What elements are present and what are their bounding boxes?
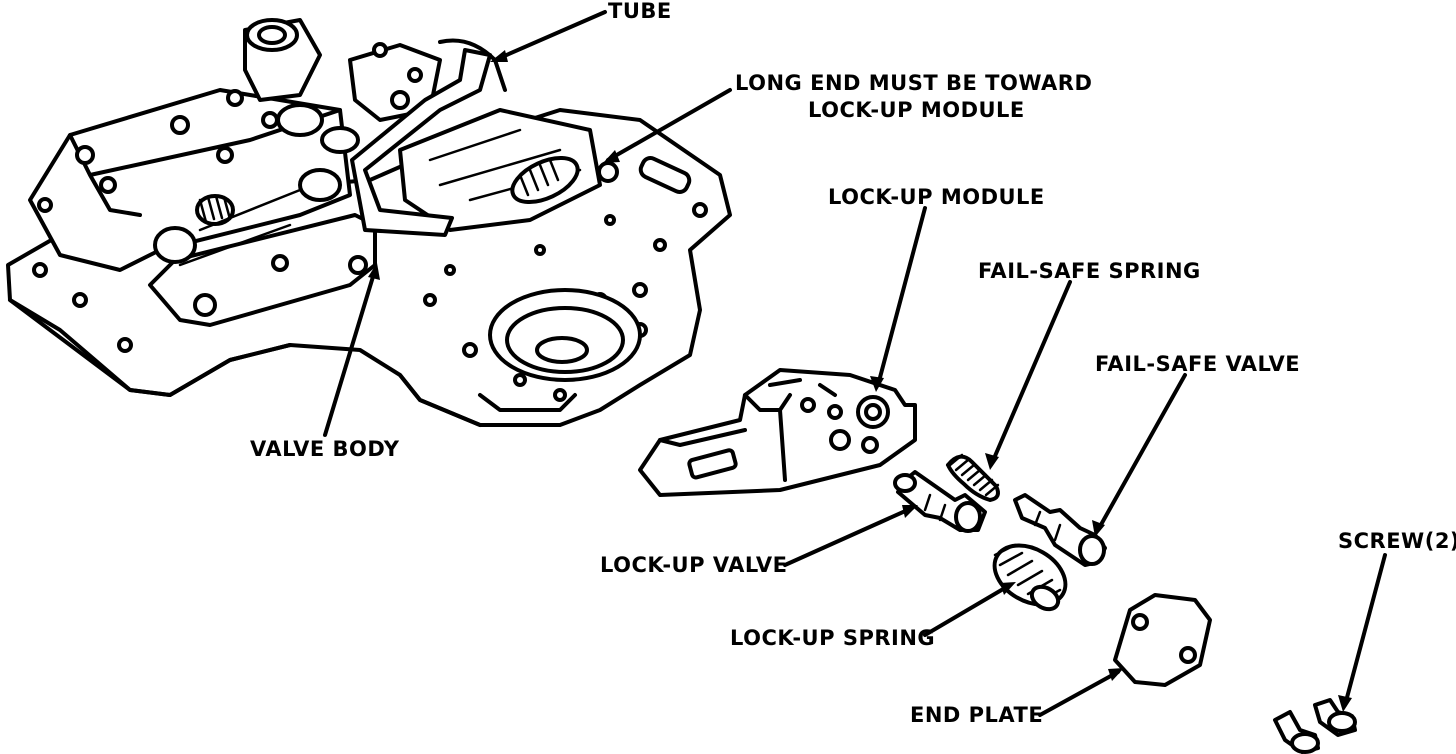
tube bbox=[350, 48, 492, 237]
label-failsafe-valve: FAIL-SAFE VALVE bbox=[1095, 352, 1300, 376]
cover-bolt-3 bbox=[193, 293, 217, 317]
end-plate-part bbox=[1113, 593, 1212, 687]
valve-body-upper-fitting bbox=[243, 18, 442, 122]
plate-lower-edge bbox=[8, 298, 482, 427]
plate-slot bbox=[638, 156, 692, 194]
label-end-plate: END PLATE bbox=[910, 703, 1043, 727]
plate-tab bbox=[478, 393, 577, 412]
cover-bolt-1 bbox=[271, 254, 289, 272]
callout-labels: TUBE LONG END MUST BE TOWARD LOCK-UP MOD… bbox=[250, 0, 1456, 727]
leader-failsafe-valve bbox=[1096, 373, 1187, 532]
plate-round-opening bbox=[488, 288, 642, 382]
label-lockup-module: LOCK-UP MODULE bbox=[828, 185, 1045, 209]
valve-body-spools bbox=[153, 103, 360, 267]
label-lockup-valve: LOCK-UP VALVE bbox=[600, 553, 787, 577]
lockup-module-part bbox=[638, 368, 917, 497]
leader-screw bbox=[1343, 553, 1387, 707]
leader-tube bbox=[493, 10, 607, 62]
leader-lockup-module bbox=[876, 206, 927, 387]
leader-end-plate bbox=[1038, 670, 1120, 717]
leader-long-end bbox=[606, 88, 732, 162]
leader-lockup-spring bbox=[923, 583, 1012, 637]
label-screw: SCREW(2) bbox=[1338, 529, 1456, 553]
failsafe-valve-part bbox=[1013, 493, 1107, 567]
label-tube: TUBE bbox=[608, 0, 672, 23]
failsafe-spring-part bbox=[946, 453, 1000, 502]
valve-body-lockup-area bbox=[398, 108, 619, 232]
lockup-spring-part bbox=[992, 543, 1068, 612]
label-failsafe-spring: FAIL-SAFE SPRING bbox=[978, 259, 1201, 283]
label-valve-body: VALVE BODY bbox=[250, 437, 400, 461]
label-long-end-line2: LOCK-UP MODULE bbox=[808, 98, 1025, 122]
screws-part bbox=[1273, 698, 1357, 754]
leader-valve-body bbox=[323, 268, 377, 437]
leader-lines bbox=[323, 10, 1387, 717]
label-lockup-spring: LOCK-UP SPRING bbox=[730, 626, 935, 650]
valve-body-bolts bbox=[37, 89, 279, 213]
lockup-valve-part bbox=[893, 470, 987, 533]
cover-bolt-2 bbox=[348, 255, 368, 275]
valve-body-assembly bbox=[6, 18, 732, 427]
label-long-end-line1: LONG END MUST BE TOWARD bbox=[735, 71, 1092, 95]
leader-failsafe-spring bbox=[990, 280, 1072, 465]
leader-lockup-valve bbox=[783, 506, 914, 567]
